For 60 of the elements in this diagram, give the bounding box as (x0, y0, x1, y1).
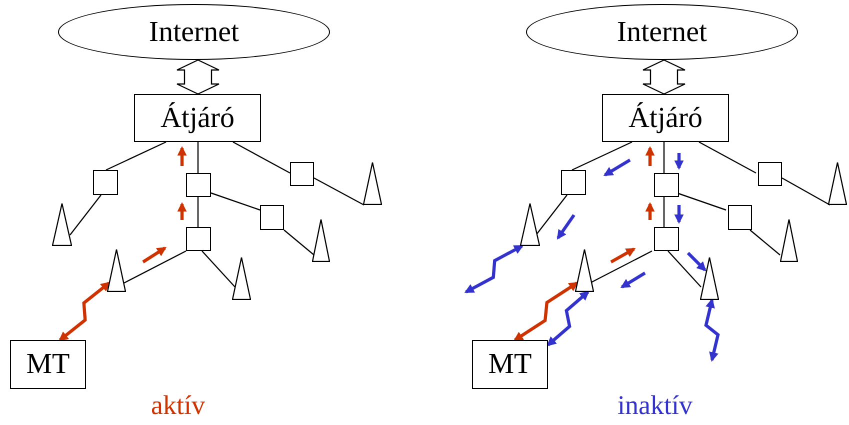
antenna-triangle (700, 257, 719, 300)
radio-link-arrow (513, 282, 579, 342)
internet-ellipse (526, 4, 798, 60)
link-line (197, 142, 199, 173)
internet-ellipse (58, 4, 330, 60)
router-square (93, 170, 118, 195)
router-square (260, 205, 284, 230)
antenna-triangle (780, 219, 798, 262)
node-label: MT (26, 350, 70, 379)
antenna-triangle (52, 203, 72, 246)
link-line (202, 250, 236, 288)
link-line (590, 250, 652, 284)
antenna-triangle (363, 162, 382, 205)
router-square (186, 173, 211, 197)
link-line (750, 230, 780, 256)
link-line (536, 194, 568, 236)
antenna-triangle (828, 162, 847, 205)
radio-link-arrow (546, 290, 590, 346)
link-line (124, 250, 186, 284)
router-square (186, 227, 211, 251)
antenna-triangle (312, 219, 330, 262)
link-line (698, 141, 756, 174)
radio-link-arrow (58, 282, 110, 342)
gateway-box (602, 94, 729, 142)
double-arrow (642, 59, 686, 95)
link-line (232, 141, 290, 174)
link-line (314, 177, 364, 206)
terminal-box (10, 340, 86, 389)
status-label: inaktív (618, 390, 692, 421)
link-line (284, 230, 314, 256)
link-line (782, 177, 830, 206)
node-label: Átjáró (628, 104, 703, 132)
double-arrow (176, 59, 220, 95)
router-square (561, 170, 586, 195)
status-label: aktív (151, 390, 205, 421)
link-line (663, 142, 665, 173)
gateway-box (134, 94, 261, 142)
node-label: Átjáró (160, 104, 235, 132)
link-line (70, 194, 102, 236)
antenna-triangle (107, 249, 126, 292)
link-line (668, 250, 702, 288)
router-square (728, 205, 752, 230)
terminal-box (472, 340, 548, 389)
radio-link-arrow (704, 298, 720, 362)
link-line (197, 197, 199, 227)
radio-link-arrow (464, 244, 524, 294)
node-label: Internet (148, 18, 240, 46)
antenna-triangle (232, 257, 251, 300)
link-line (210, 192, 260, 211)
link-line (572, 141, 632, 171)
router-square (654, 173, 679, 197)
router-square (654, 227, 679, 251)
link-line (106, 141, 166, 171)
link-line (663, 197, 665, 227)
node-label: MT (488, 350, 532, 379)
router-square (290, 162, 314, 186)
router-square (758, 162, 782, 186)
antenna-triangle (520, 203, 540, 246)
antenna-triangle (575, 249, 594, 292)
node-label: Internet (616, 18, 708, 46)
